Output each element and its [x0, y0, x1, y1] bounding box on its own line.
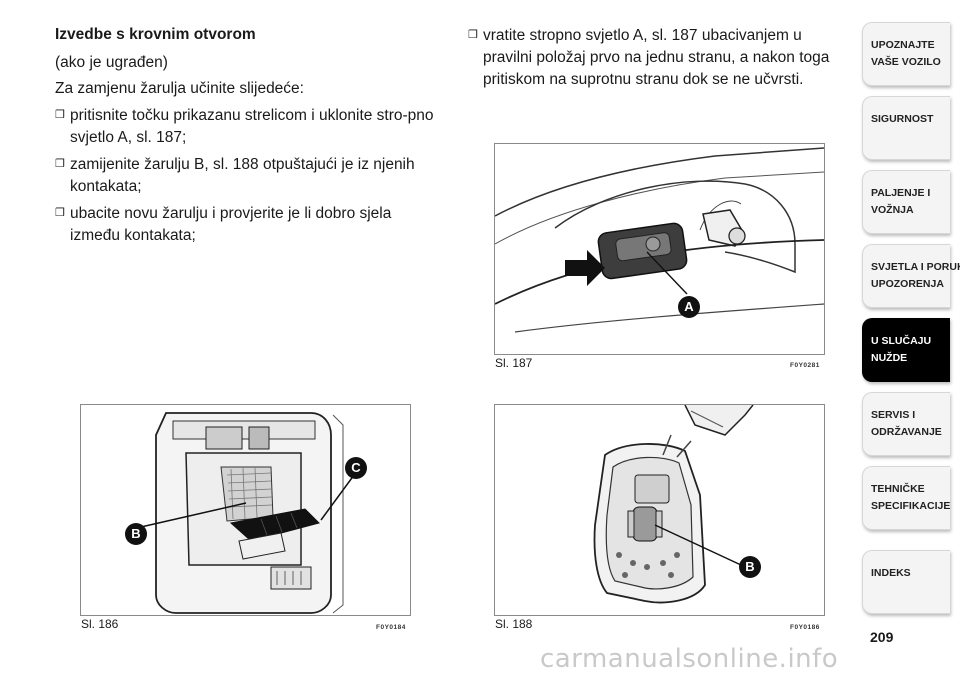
callout-b: B	[125, 523, 147, 545]
paragraph-applicability: (ako je ugrađen)	[55, 54, 168, 71]
callout-label: A	[684, 299, 694, 314]
bullet-item: ❒vratite stropno svjetlo A, sl. 187 ubac…	[468, 24, 848, 91]
watermark: carmanualsonline.info	[540, 644, 839, 674]
right-text-column: ❒vratite stropno svjetlo A, sl. 187 ubac…	[468, 24, 848, 95]
tab-indeks[interactable]: INDEKS	[862, 550, 950, 614]
sunroof-light-housing-illustration	[140, 412, 358, 614]
figure-188: B	[494, 404, 825, 616]
callout-label: B	[131, 526, 141, 541]
checkbox-bullet-icon: ❒	[468, 29, 478, 41]
tab-sigurnost[interactable]: SIGURNOST	[862, 96, 950, 160]
callout-b: B	[739, 556, 761, 578]
figure-caption-186: Sl. 186	[81, 617, 119, 631]
left-text-column: Izvedbe s krovnim otvorom (ako je ugrađe…	[55, 24, 445, 251]
bullet-item: ❒pritisnite točku prikazanu strelicom i …	[55, 104, 445, 149]
checkbox-bullet-icon: ❒	[55, 207, 65, 219]
figure-186: B C	[80, 404, 411, 616]
checkbox-bullet-icon: ❒	[55, 109, 65, 121]
bullet-item: ❒zamijenite žarulju B, sl. 188 otpuštaju…	[55, 153, 445, 198]
bullet-item: ❒ubacite novu žarulju i provjerite je li…	[55, 202, 445, 247]
callout-c: C	[345, 457, 367, 479]
figure-code-186: F0Y0184	[376, 624, 406, 631]
callout-label: B	[745, 559, 755, 574]
paragraph-intro: Za zamjenu žarulja učinite slijedeće:	[55, 80, 304, 97]
ceiling-light-illustration	[495, 147, 824, 333]
page-number: 209	[870, 629, 894, 645]
checkbox-bullet-icon: ❒	[55, 158, 65, 170]
callout-a: A	[678, 296, 700, 318]
figure-caption-188: Sl. 188	[495, 617, 533, 631]
bulb-replacement-illustration	[593, 405, 754, 604]
tab-svjetla-i-poruke-upozorenja[interactable]: SVJETLA I PORUKEUPOZORENJA	[862, 244, 960, 308]
section-heading: Izvedbe s krovnim otvorom	[55, 26, 256, 43]
figure-caption-187: Sl. 187	[495, 356, 533, 370]
figure-code-188: F0Y0186	[790, 624, 820, 631]
figure-code-187: F0Y0281	[790, 362, 820, 369]
callout-label: C	[351, 460, 361, 475]
figure-187: A	[494, 143, 825, 355]
